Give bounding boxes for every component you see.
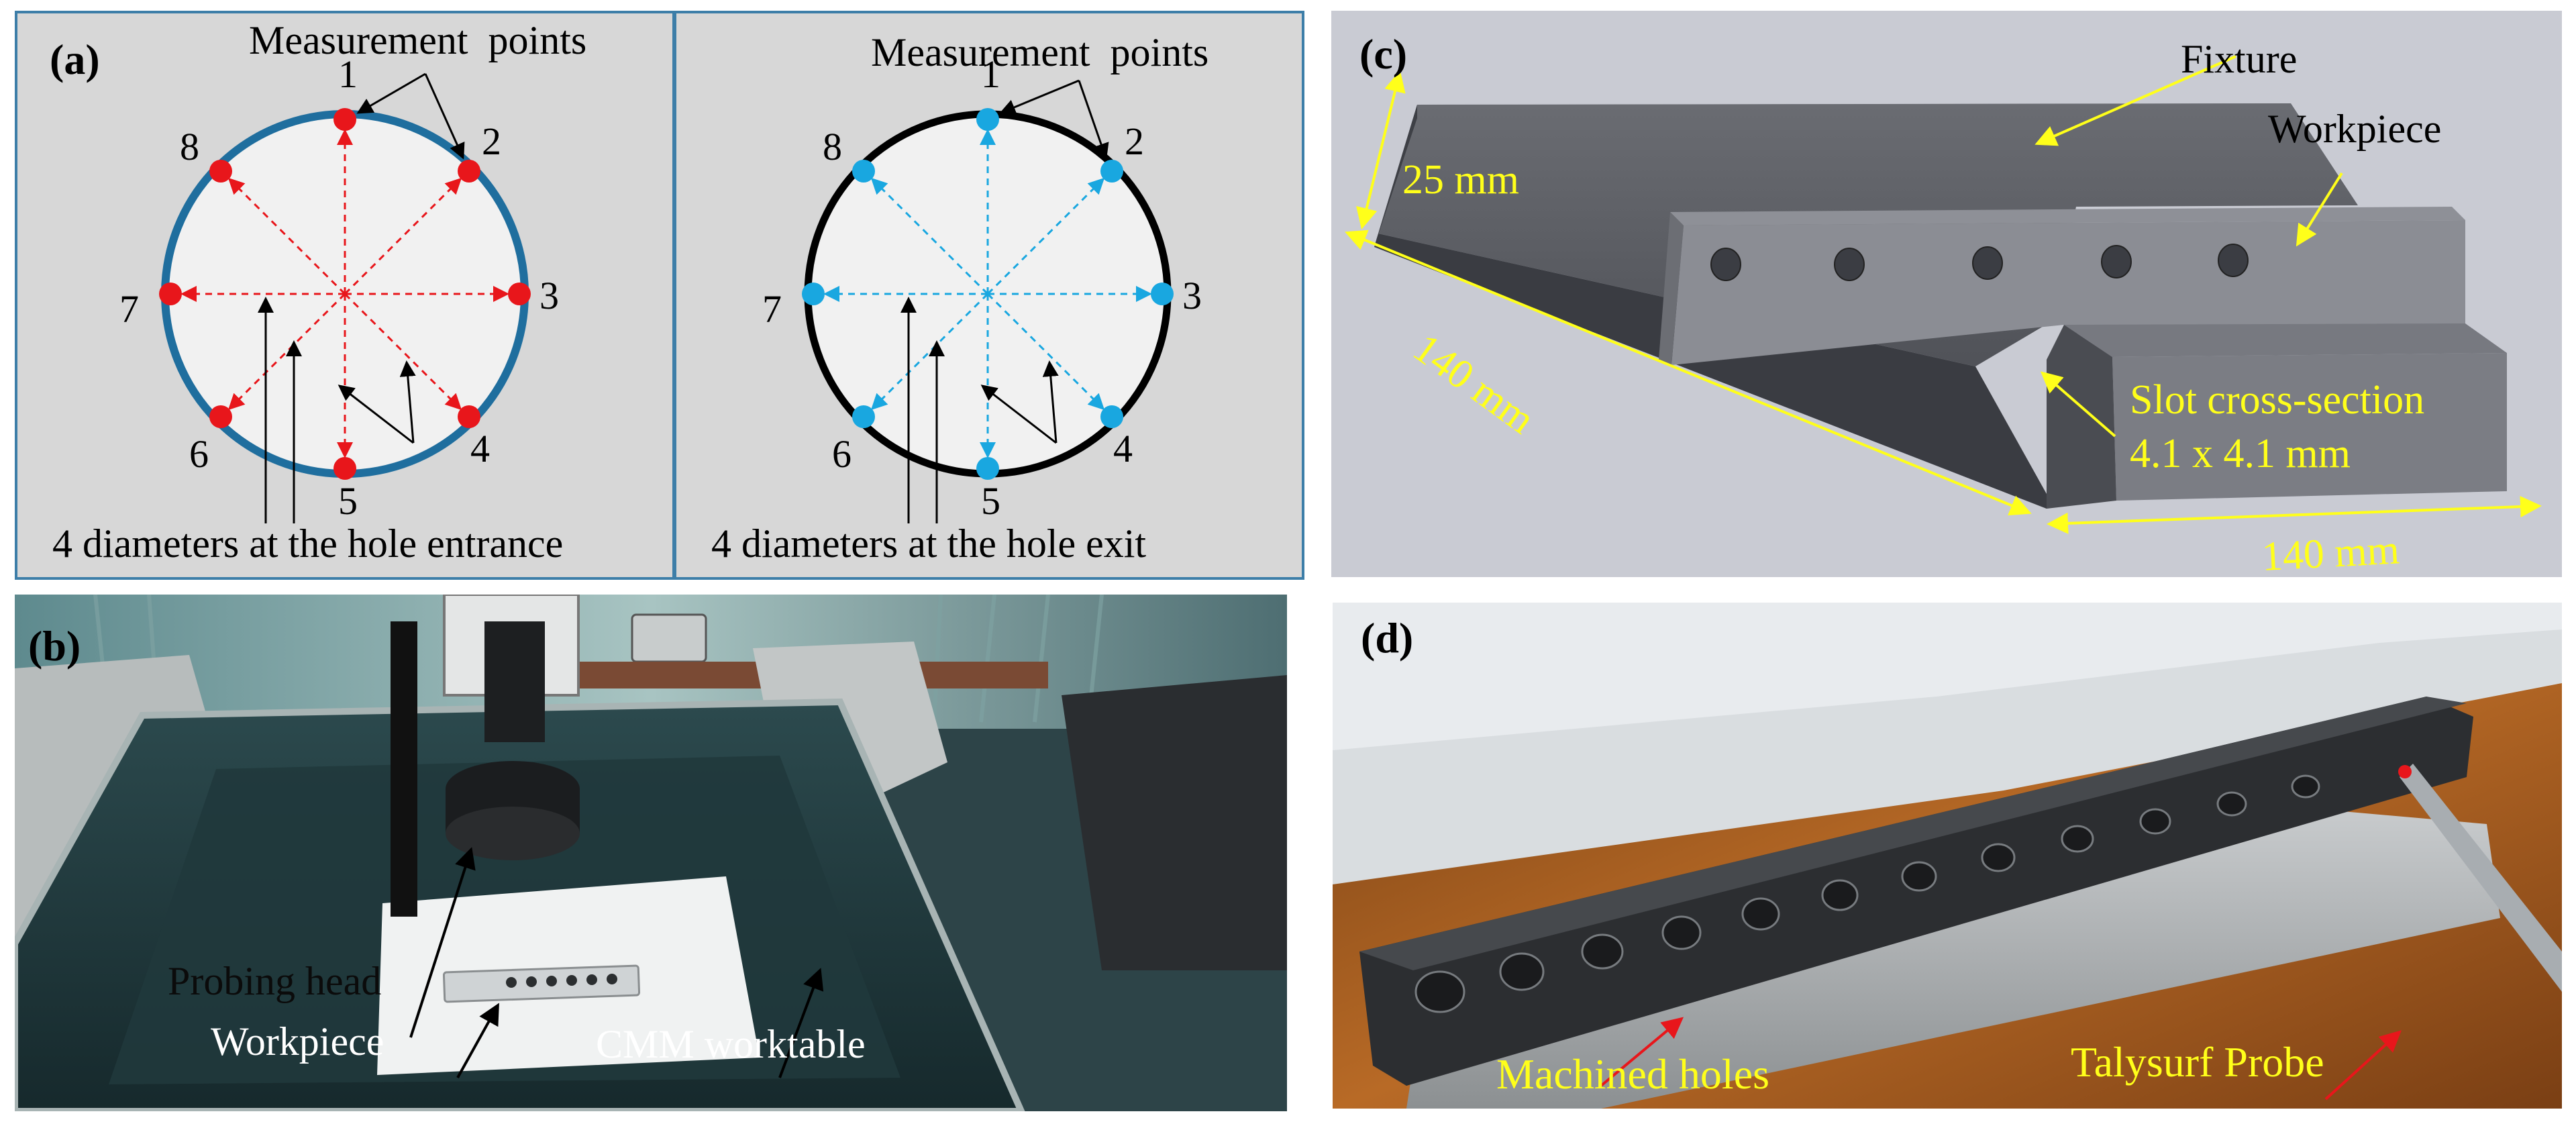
workpiece-top-face	[1670, 207, 2465, 225]
panel-a-label: (a)	[50, 36, 100, 83]
bottom-length-dimension: 140 mm	[2261, 527, 2400, 577]
entrance-measurement-points	[159, 108, 531, 480]
panel-d-label: (d)	[1361, 614, 1413, 662]
entrance-dashed-radii	[181, 129, 509, 458]
entrance-point-7: 7	[119, 287, 139, 331]
slot-cross-section-label: Slot cross-section	[2130, 377, 2424, 423]
exit-measurement-points	[802, 108, 1174, 480]
workpiece-photo-label: Workpiece	[211, 1019, 384, 1064]
slot-block-top	[2064, 323, 2507, 357]
entrance-title: Measurement points	[249, 18, 586, 62]
exit-caption: 4 diameters at the hole exit	[711, 521, 1146, 566]
talysurf-probe-label: Talysurf Probe	[2071, 1038, 2324, 1086]
height-dimension: 25 mm	[1402, 157, 1519, 203]
entrance-point-3: 3	[539, 274, 559, 317]
entrance-point-8: 8	[180, 125, 199, 168]
left-length-dimension: 140 mm	[1405, 325, 1543, 442]
panel-a-exit: Measurement points 1 2 3 4 5 6 7 8 4 dia…	[674, 11, 1304, 580]
panel-a-entrance: (a) Measurement points 1 2 3 4 5 6 7 8 4…	[15, 11, 675, 580]
exit-dashed-radii	[823, 129, 1152, 458]
slot-block-front	[2112, 353, 2507, 501]
exit-point-3: 3	[1182, 274, 1202, 317]
entrance-point-6: 6	[189, 432, 209, 476]
exit-point-8: 8	[823, 125, 842, 168]
panel-c-label: (c)	[1359, 30, 1407, 78]
panel-c: (c) Fixture Workpiece 25 mm 140 mm Slot …	[1331, 11, 2562, 577]
entrance-point-2: 2	[482, 119, 501, 163]
panel-b-label: (b)	[28, 622, 81, 670]
entrance-caption: 4 diameters at the hole entrance	[52, 521, 563, 566]
slot-size-label: 4.1 x 4.1 mm	[2130, 431, 2351, 476]
talysurf-photo-illustration: (d) Machined holes Talysurf Probe	[1333, 603, 2562, 1109]
exit-point-1: 1	[981, 52, 1000, 96]
exit-point-4: 4	[1113, 427, 1133, 470]
panel-d-photo: (d) Machined holes Talysurf Probe	[1333, 603, 2562, 1109]
entrance-diagram: (a) Measurement points 1 2 3 4 5 6 7 8 4…	[50, 18, 586, 566]
exit-point-5: 5	[981, 479, 1000, 523]
cmm-worktable-label: CMM worktable	[596, 1022, 866, 1066]
exit-point-6: 6	[832, 432, 852, 476]
talysurf-probe	[2400, 764, 2562, 992]
cmm-photo-illustration: (b) Probing head Workpiece CMM worktable	[15, 595, 1287, 1111]
machined-holes	[1414, 774, 2320, 1013]
fixture-cad-render: (c) Fixture Workpiece 25 mm 140 mm Slot …	[1345, 30, 2542, 577]
entrance-point-5: 5	[338, 479, 358, 523]
probing-head-label: Probing head	[168, 959, 381, 1003]
exit-point-7: 7	[762, 287, 782, 331]
entrance-point-1: 1	[338, 52, 358, 96]
machined-holes-label: Machined holes	[1496, 1050, 1769, 1098]
exit-title: Measurement points	[871, 30, 1208, 74]
panel-b-photo: (b) Probing head Workpiece CMM worktable	[15, 595, 1287, 1111]
exit-point-2: 2	[1125, 119, 1144, 163]
fixture-label: Fixture	[2181, 37, 2297, 81]
entrance-point-4: 4	[470, 427, 490, 470]
slot-block-side	[2047, 325, 2116, 509]
exit-diagram: Measurement points 1 2 3 4 5 6 7 8 4 dia…	[711, 30, 1208, 566]
workpiece-label: Workpiece	[2268, 107, 2441, 151]
